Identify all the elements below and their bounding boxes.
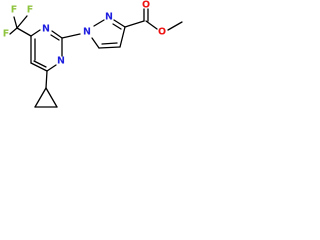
chemical-structure-diagram: F F F N N N N O O	[3, 0, 183, 108]
bond-pyrazole-n1-n2	[93, 19, 105, 27]
bond-pyrazole-c4-c5	[98, 46, 121, 49]
bond-pyrimidine-n1-c6	[46, 64, 57, 72]
oxygen-label: O	[158, 27, 166, 38]
nitrogen-label: N	[83, 27, 91, 38]
nitrogen-label: N	[57, 56, 65, 67]
bond-pyrazole-c5-n1	[91, 37, 100, 49]
bond-c3-to-carbonyl	[124, 20, 145, 28]
bond-pyrimidine-n3-c2-double	[50, 34, 60, 41]
bond-pyrimidine-c6-c5	[30, 62, 48, 72]
bond-pyrimidine-to-pyrazole	[61, 33, 81, 39]
bond-pyrazole-c3-c4	[119, 26, 126, 48]
bonds	[9, 8, 183, 108]
fluorine-label: F	[27, 5, 34, 16]
fluorine-label: F	[3, 29, 10, 40]
bond-pyrimidine-c4-n3	[30, 29, 41, 37]
bond-pyrimidine-n3-c2	[51, 30, 63, 39]
bond-cf3-to-ring	[16, 27, 32, 37]
bond-pyrazole-n2-c3-double	[112, 23, 122, 30]
bond-cyclopropyl-c	[45, 87, 58, 108]
bond-pyrazole-c4-c5-double	[101, 42, 118, 45]
oxygen-label: O	[142, 0, 150, 11]
bond-pyrimidine-c6-c5-double	[33, 60, 47, 68]
atom-labels: F F F N N N N O O	[3, 0, 166, 67]
bond-cf3-c-f1	[13, 16, 18, 29]
bond-pyrazole-n2-c3	[113, 19, 126, 28]
bond-carbonyl-to-ester-o	[145, 20, 158, 30]
bond-ring-to-cyclopropyl	[45, 70, 48, 89]
bond-cyclopropyl-a	[34, 87, 47, 108]
nitrogen-label: N	[42, 24, 50, 35]
nitrogen-label: N	[105, 12, 113, 23]
bond-ester-o-to-methyl	[167, 21, 183, 31]
bond-cf3-c-f3	[16, 15, 28, 29]
fluorine-label: F	[11, 5, 18, 16]
bond-cf3-c-f2	[9, 27, 18, 35]
